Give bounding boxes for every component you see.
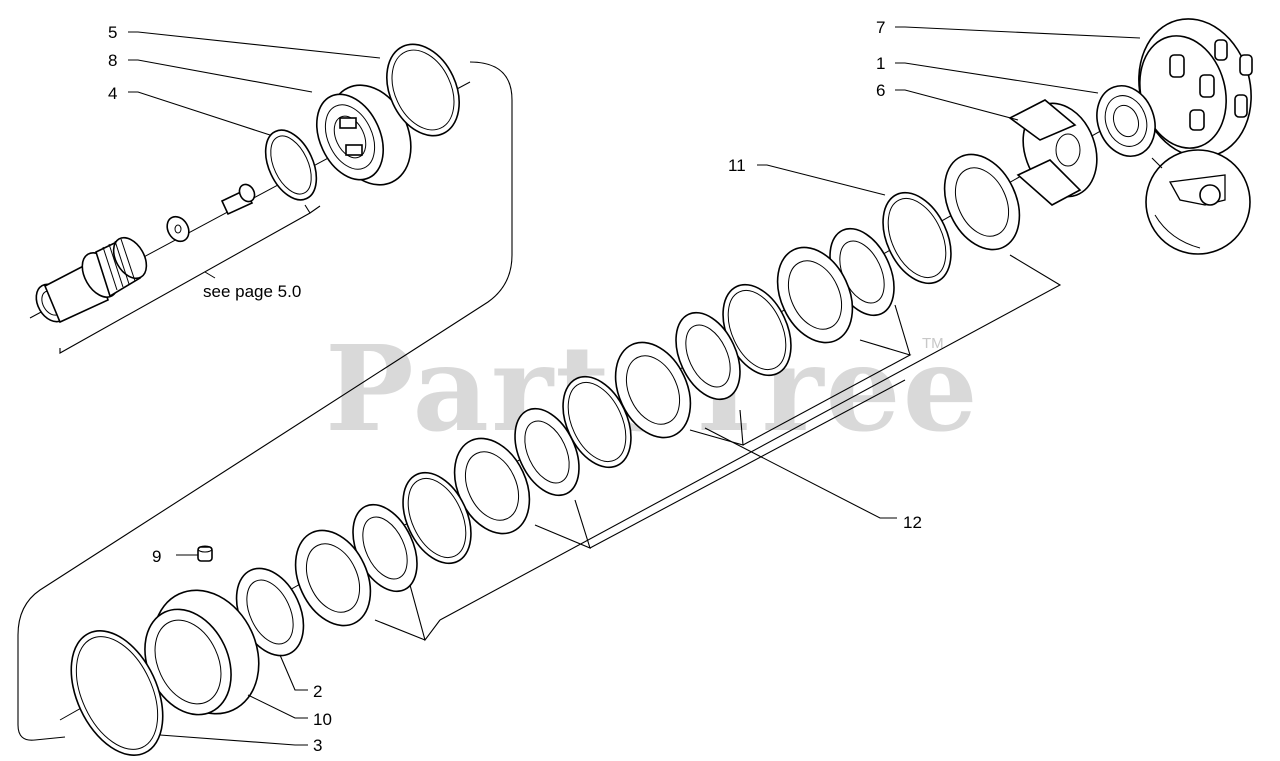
callout-12: 12 xyxy=(903,513,922,532)
callout-6: 6 xyxy=(876,81,885,100)
leader-lines xyxy=(128,26,1141,746)
lugged-plate-top xyxy=(943,153,1021,251)
o-ring-4-part xyxy=(264,129,318,201)
plate-group-bracket-3 xyxy=(689,304,912,446)
o-ring-3-part xyxy=(70,630,164,756)
bearing-detail-inset xyxy=(1145,149,1251,255)
drum-7-part xyxy=(1138,18,1253,158)
callout-3: 3 xyxy=(313,736,322,755)
callout-4: 4 xyxy=(108,84,117,103)
piston-8-part xyxy=(316,84,412,186)
see-page-bracket xyxy=(59,204,321,354)
hub-6-part xyxy=(1008,99,1098,206)
plug-9-part xyxy=(197,545,213,562)
callout-7: 7 xyxy=(876,18,885,37)
clutch-pack xyxy=(294,227,895,627)
callout-2: 2 xyxy=(313,682,322,701)
watermark-trademark: TM xyxy=(922,335,944,352)
callout-9: 9 xyxy=(152,547,161,566)
plate-group-bracket-1 xyxy=(374,254,1062,642)
callout-8: 8 xyxy=(108,51,117,70)
shaft-part xyxy=(35,236,148,324)
bracket-tick xyxy=(204,271,216,279)
assembly-outline xyxy=(17,61,513,741)
callout-10: 10 xyxy=(313,710,332,729)
bearing-1-part xyxy=(1096,85,1156,157)
bolt-part xyxy=(220,183,256,216)
o-ring-5-part xyxy=(386,43,460,137)
plate-group-bracket-2 xyxy=(534,379,906,549)
callout-5: 5 xyxy=(108,23,117,42)
callout-1: 1 xyxy=(876,54,885,73)
washer-part xyxy=(166,215,190,243)
ring-11-part xyxy=(882,191,952,285)
callout-11: 11 xyxy=(728,156,746,175)
see-page-note: see page 5.0 xyxy=(203,282,301,301)
